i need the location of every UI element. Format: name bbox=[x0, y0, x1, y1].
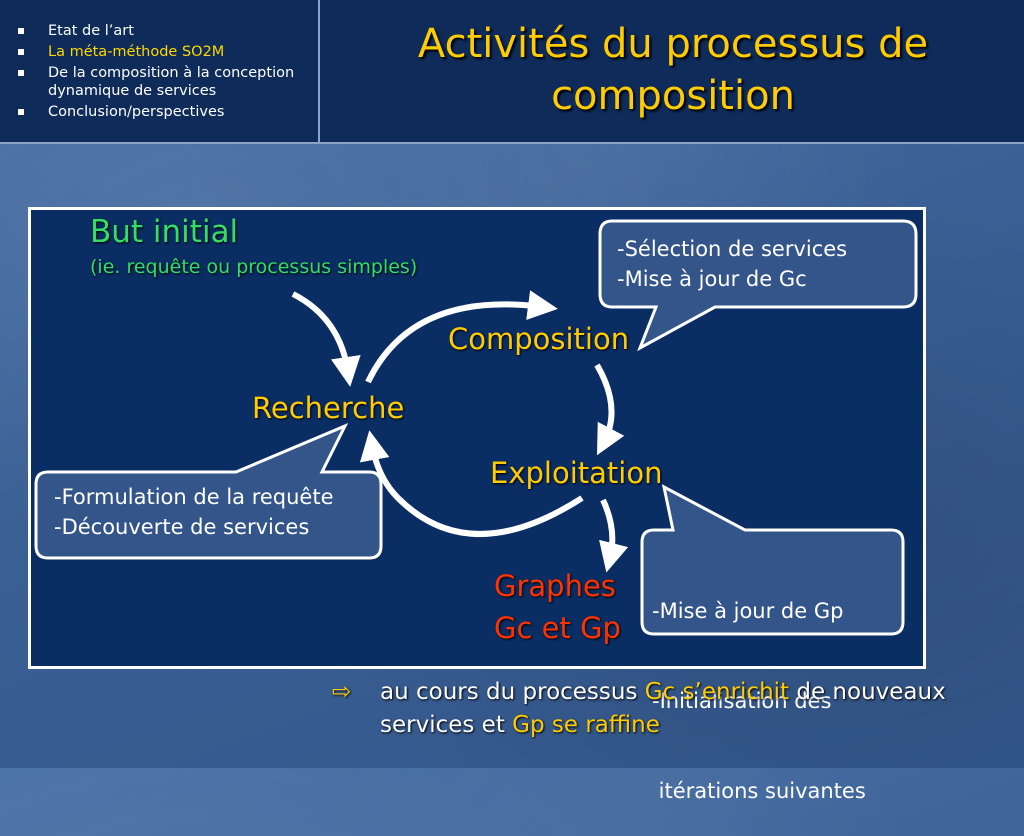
callout-recherche-line-1: -Formulation de la requête bbox=[54, 485, 334, 509]
arrow-exploitation-to-recherche bbox=[359, 430, 584, 537]
node-composition: Composition bbox=[448, 322, 630, 356]
outline-item-meta-methode[interactable]: La méta-méthode SO2M bbox=[18, 43, 318, 61]
arrow-goal-to-recherche bbox=[291, 291, 361, 387]
node-graphes: Graphes Gc et Gp bbox=[494, 565, 621, 649]
node-graphes-line-2: Gc et Gp bbox=[494, 611, 621, 645]
note-highlight-1: Gc s’enrichit bbox=[644, 679, 790, 705]
node-recherche: Recherche bbox=[252, 391, 405, 425]
note-part-1: au cours du processus bbox=[380, 679, 645, 705]
goal-subtitle: (ie. requête ou processus simples) bbox=[90, 256, 418, 278]
node-exploitation: Exploitation bbox=[490, 456, 663, 490]
arrow-recherche-to-composition bbox=[365, 290, 558, 384]
callout-composition-text: -Sélection de services -Mise à jour de G… bbox=[617, 234, 847, 294]
goal-title: But initial bbox=[90, 214, 239, 250]
node-graphes-line-1: Graphes bbox=[494, 569, 616, 603]
callout-recherche-bubble bbox=[34, 423, 383, 560]
arrow-exploitation-to-graphes bbox=[599, 498, 629, 573]
callout-composition-bubble bbox=[598, 219, 918, 352]
callout-recherche-text: -Formulation de la requête -Découverte d… bbox=[54, 482, 334, 542]
callout-exploitation-bubble bbox=[640, 484, 905, 636]
note-part-2: de nouveaux services et bbox=[380, 679, 946, 738]
bottom-note: ⇨ au cours du processus Gc s’enrichit de… bbox=[332, 676, 952, 742]
diagram-graphics bbox=[34, 219, 918, 636]
outline-nav: Etat de l’art La méta-méthode SO2M De la… bbox=[0, 0, 320, 142]
outline-item-conclusion[interactable]: Conclusion/perspectives bbox=[18, 103, 318, 121]
note-highlight-2: Gp se raffine bbox=[512, 712, 660, 738]
outline-list: Etat de l’art La méta-méthode SO2M De la… bbox=[0, 0, 318, 121]
callout-exploitation-line-3: itérations suivantes bbox=[652, 779, 866, 803]
callout-exploitation-line-1: -Mise à jour de Gp bbox=[652, 599, 844, 623]
callout-exploitation-line-2: -Initialisation des bbox=[652, 689, 832, 713]
callout-recherche-line-2: -Découverte de services bbox=[54, 515, 310, 539]
bottom-note-text: au cours du processus Gc s’enrichit de n… bbox=[332, 676, 952, 742]
arrow-composition-to-exploitation bbox=[594, 363, 625, 456]
callout-composition-line-2: -Mise à jour de Gc bbox=[617, 267, 807, 291]
outline-item-etat-de-lart[interactable]: Etat de l’art bbox=[18, 22, 318, 40]
callout-composition-line-1: -Sélection de services bbox=[617, 237, 848, 261]
slide-header: Etat de l’art La méta-méthode SO2M De la… bbox=[0, 0, 1024, 144]
outline-item-composition-conception[interactable]: De la composition à la conception dynami… bbox=[18, 64, 318, 100]
slide-title: Activités du processus de composition bbox=[417, 21, 929, 119]
arrow-bullet-icon: ⇨ bbox=[332, 679, 352, 705]
